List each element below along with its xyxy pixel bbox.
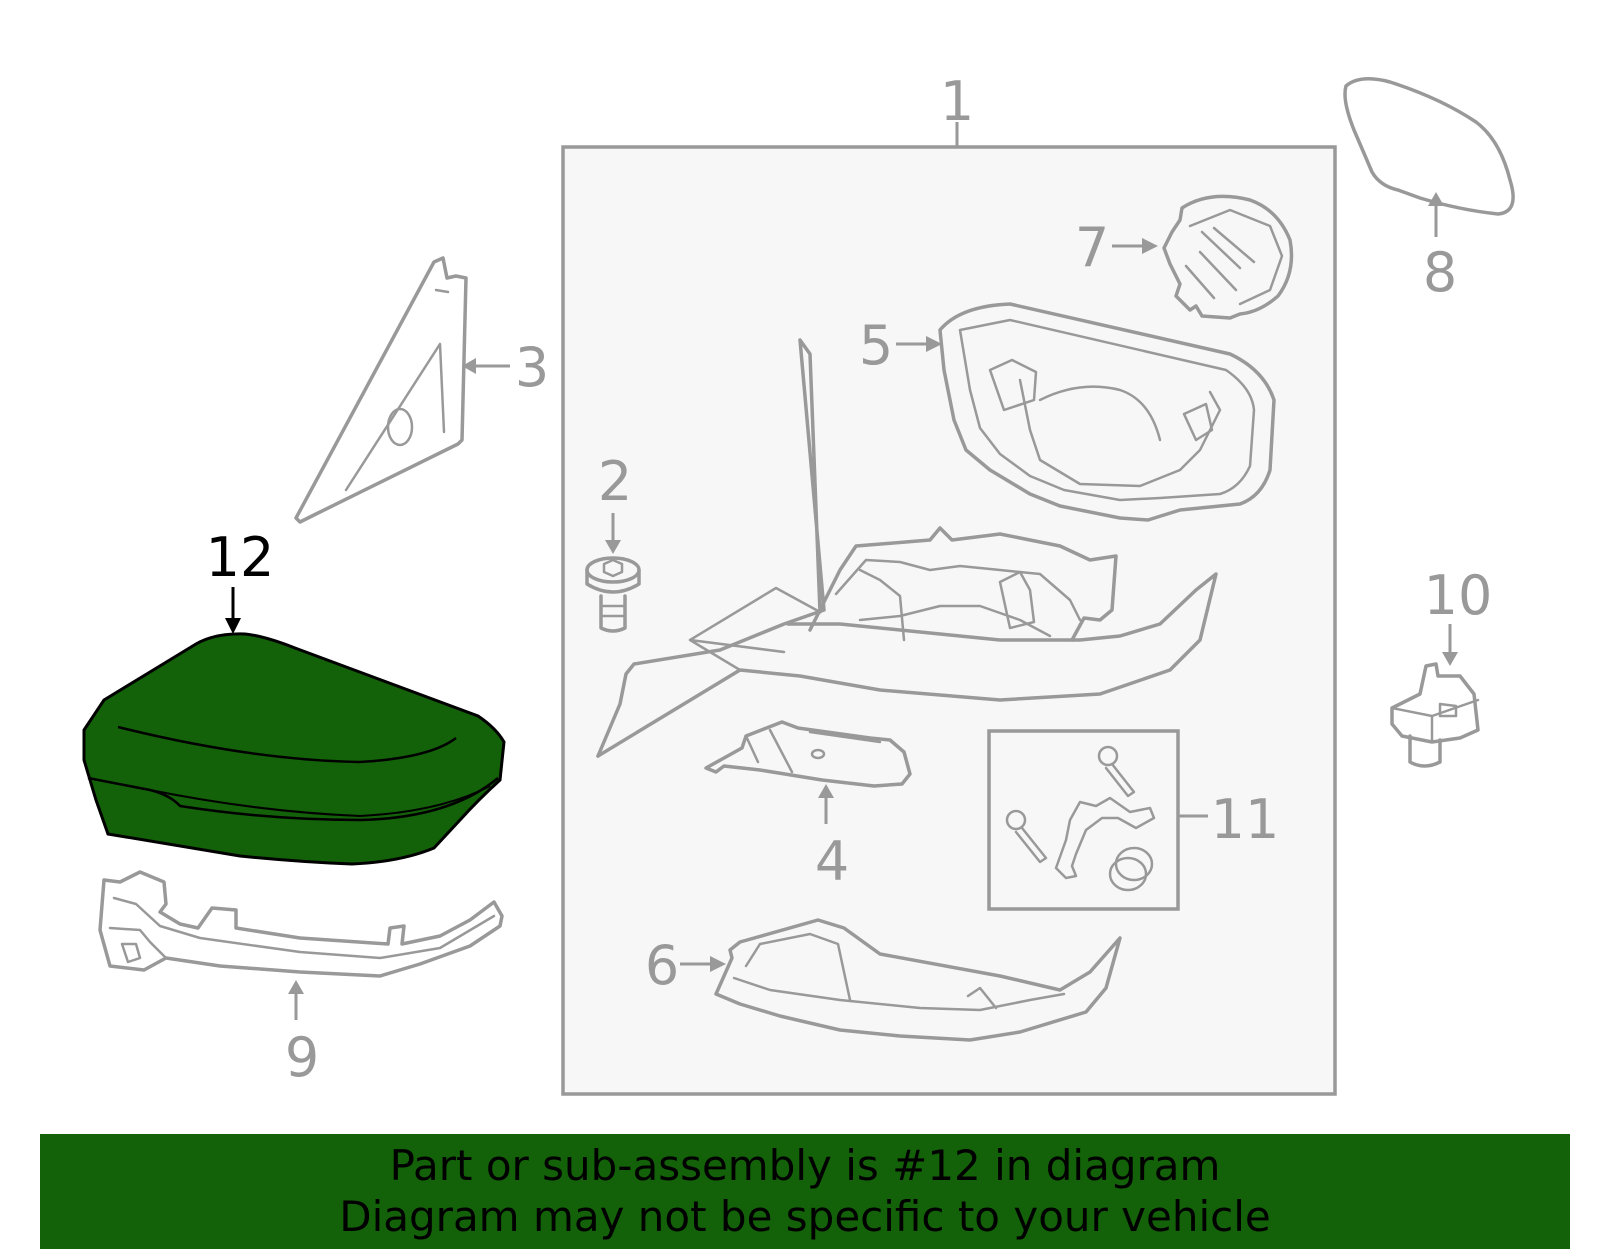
part-5-housing-frame[interactable] (938, 302, 1276, 522)
hardware-kit-box (987, 729, 1180, 911)
part-9-turn-signal[interactable] (98, 870, 504, 978)
part-2-bolt[interactable] (585, 556, 641, 633)
part-3-triangle-trim[interactable] (294, 256, 468, 524)
callout-11[interactable]: 11 (1211, 788, 1280, 851)
part-12-mirror-cover[interactable] (82, 632, 506, 866)
mirror-cover-crease-top (117, 725, 457, 764)
callout-5[interactable]: 5 (859, 314, 893, 377)
callout-4-arrowhead (818, 784, 834, 798)
part-1-mirror-base[interactable] (596, 338, 1218, 758)
callout-7-arrowhead (1142, 238, 1158, 254)
callout-1[interactable]: 1 (940, 70, 974, 133)
callout-4[interactable]: 4 (815, 830, 849, 893)
callout-10[interactable]: 10 (1424, 564, 1493, 627)
callout-8-arrowhead (1428, 192, 1444, 206)
callout-6[interactable]: 6 (645, 934, 679, 997)
part-8-mirror-glass[interactable] (1343, 77, 1515, 216)
callout-5-arrowhead (926, 336, 942, 352)
callout-2[interactable]: 2 (598, 450, 632, 513)
mirror-cover-shape[interactable] (82, 632, 506, 866)
mirror-cover-crease-inner (149, 785, 491, 818)
callout-3-arrowhead (462, 358, 476, 374)
callout-9-arrowhead (288, 980, 304, 994)
callout-6-arrowhead (710, 956, 726, 972)
callout-3[interactable]: 3 (515, 336, 549, 399)
callout-9[interactable]: 9 (285, 1026, 319, 1089)
callout-7[interactable]: 7 (1075, 216, 1109, 279)
callout-12[interactable]: 12 (206, 526, 275, 589)
info-banner: Part or sub-assembly is #12 in diagram D… (40, 1134, 1570, 1249)
part-11-hardware-kit[interactable] (1005, 745, 1156, 892)
part-6-lower-trim[interactable] (714, 918, 1122, 1042)
banner-line-1: Part or sub-assembly is #12 in diagram (389, 1141, 1221, 1190)
mirror-cover-crease-lower (87, 776, 499, 822)
part-7-motor[interactable] (1162, 194, 1294, 320)
banner-line-2: Diagram may not be specific to your vehi… (339, 1192, 1271, 1241)
part-4-bracket[interactable] (704, 720, 912, 788)
callout-10-arrowhead (1442, 652, 1458, 666)
callout-2-arrowhead (605, 540, 621, 554)
callout-12-arrowhead (225, 618, 241, 634)
part-10-connector[interactable] (1390, 662, 1480, 768)
callout-8[interactable]: 8 (1423, 241, 1457, 304)
